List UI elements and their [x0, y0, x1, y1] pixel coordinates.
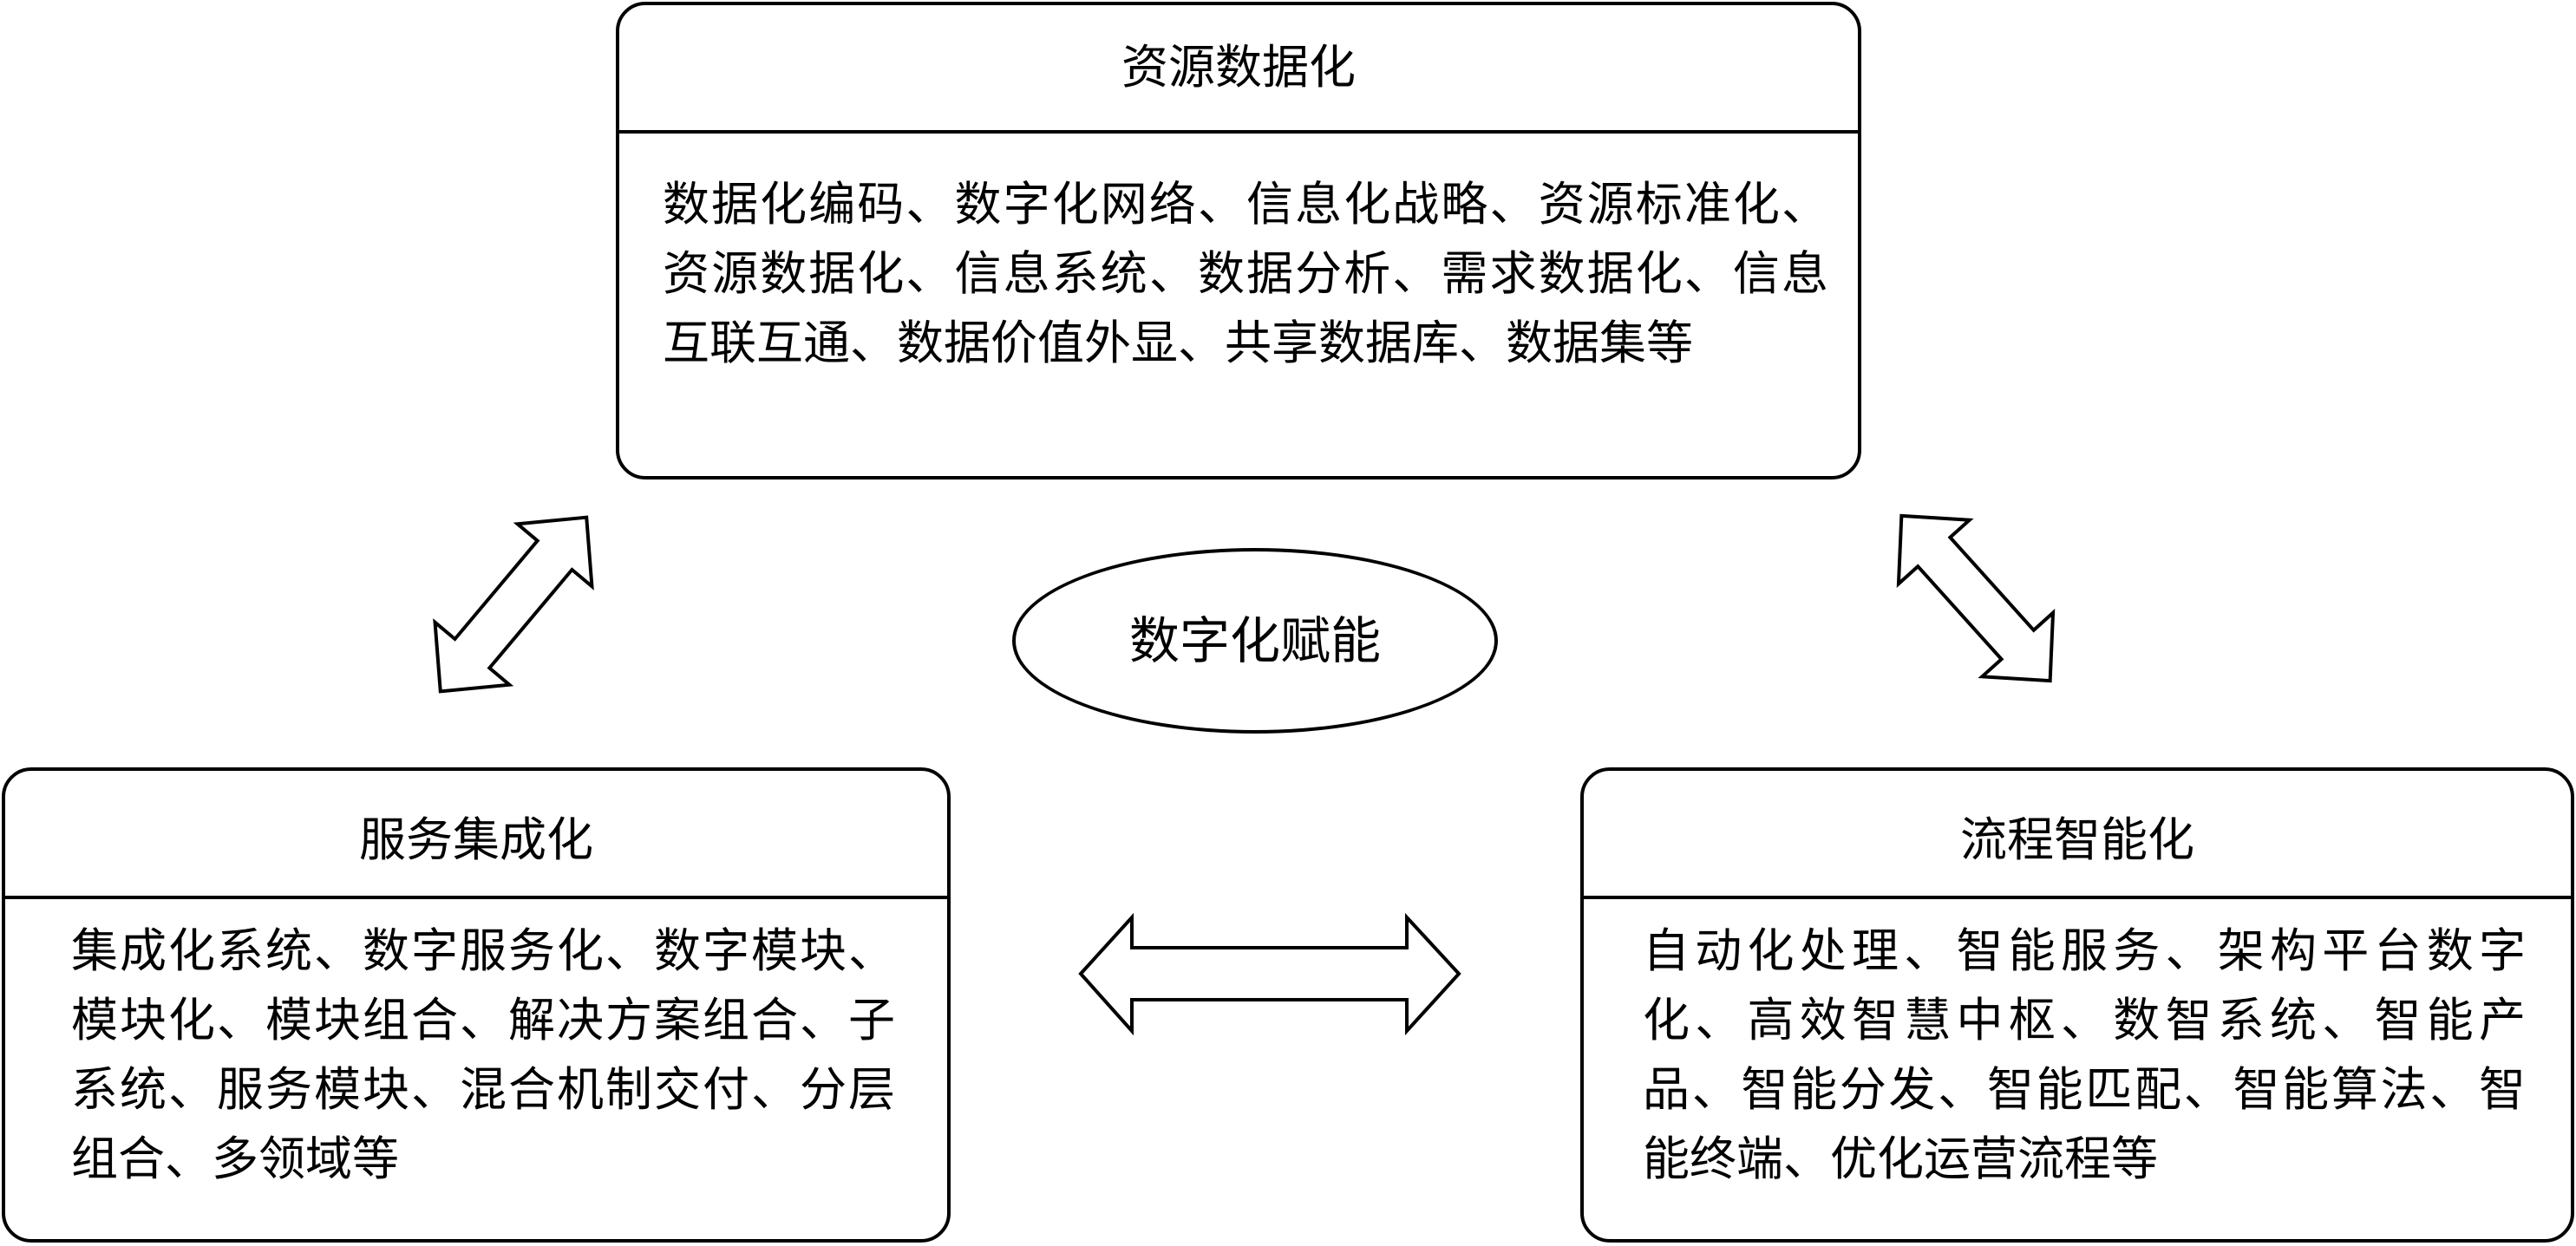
service-integration-box: 服务集成化 集成化系统、数字服务化、数字模块、模块化、模块组合、解决方案组合、子…: [2, 767, 951, 1243]
resource-datafication-box: 资源数据化 数据化编码、数字化网络、信息化战略、资源标准化、资源数据化、信息系统…: [616, 2, 1861, 479]
process-intelligence-box: 流程智能化 自动化处理、智能服务、架构平台数字化、高效智慧中枢、数智系统、智能产…: [1580, 767, 2574, 1243]
process-intelligence-body: 自动化处理、智能服务、架构平台数字化、高效智慧中枢、数智系统、智能产品、智能分发…: [1643, 923, 2526, 1186]
resource-datafication-title: 资源数据化: [619, 5, 1858, 134]
digital-empowerment-ellipse: 数字化赋能: [1012, 548, 1498, 734]
resource-datafication-body: 数据化编码、数字化网络、信息化战略、资源标准化、资源数据化、信息系统、数据分析、…: [663, 177, 1828, 370]
service-integration-title: 服务集成化: [5, 771, 947, 899]
process-intelligence-title: 流程智能化: [1584, 771, 2571, 899]
service-integration-body: 集成化系统、数字服务化、数字模块、模块化、模块组合、解决方案组合、子系统、服务模…: [71, 923, 895, 1186]
